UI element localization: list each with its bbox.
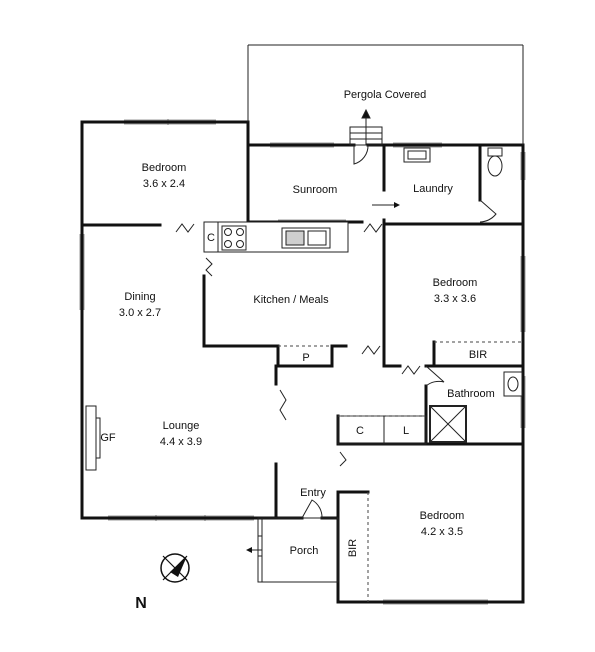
room-size-bedroom-se: 4.2 x 3.5 <box>421 526 463 538</box>
room-label-sunroom: Sunroom <box>293 184 338 196</box>
room-label-laundry: Laundry <box>413 183 453 195</box>
room-label-dining: Dining <box>124 291 155 303</box>
room-labels: Pergola Covered Bedroom 3.6 x 2.4 Sunroo… <box>119 89 495 557</box>
room-size-bedroom-e: 3.3 x 3.6 <box>434 293 476 305</box>
doors <box>175 144 497 553</box>
room-size-lounge: 4.4 x 3.9 <box>160 436 202 448</box>
room-label-entry: Entry <box>300 487 326 499</box>
label-bir-east: BIR <box>469 349 487 361</box>
compass-north-label: N <box>135 595 147 612</box>
shower-icon <box>429 405 467 443</box>
room-label-lounge: Lounge <box>163 420 200 432</box>
room-label-porch: Porch <box>290 545 319 557</box>
room-label-bedroom-nw: Bedroom <box>142 162 187 174</box>
label-gas-fire: GF <box>100 432 116 444</box>
laundry-tub-icon <box>403 147 431 163</box>
room-label-bedroom-se: Bedroom <box>420 510 465 522</box>
label-bir-se: BIR <box>347 539 359 557</box>
label-pantry: P <box>302 352 309 364</box>
cooktop-icon <box>221 225 247 251</box>
kitchen-sink-icon <box>281 227 331 249</box>
room-label-bathroom: Bathroom <box>447 388 495 400</box>
room-size-dining: 3.0 x 2.7 <box>119 307 161 319</box>
fixtures <box>221 147 523 443</box>
label-cupboard-hall: C <box>356 425 364 437</box>
label-cupboard-kitchen: C <box>207 232 215 244</box>
toilet-icon <box>487 147 503 177</box>
room-label-kitchen: Kitchen / Meals <box>253 294 329 306</box>
fixture-labels: C P BIR C L GF BIR <box>100 232 487 557</box>
label-linen: L <box>403 425 409 437</box>
room-label-bedroom-e: Bedroom <box>433 277 478 289</box>
room-size-bedroom-nw: 3.6 x 2.4 <box>143 178 185 190</box>
basin-icon <box>503 371 523 397</box>
north-compass-icon <box>160 553 190 583</box>
room-label-pergola: Pergola Covered <box>344 89 427 101</box>
